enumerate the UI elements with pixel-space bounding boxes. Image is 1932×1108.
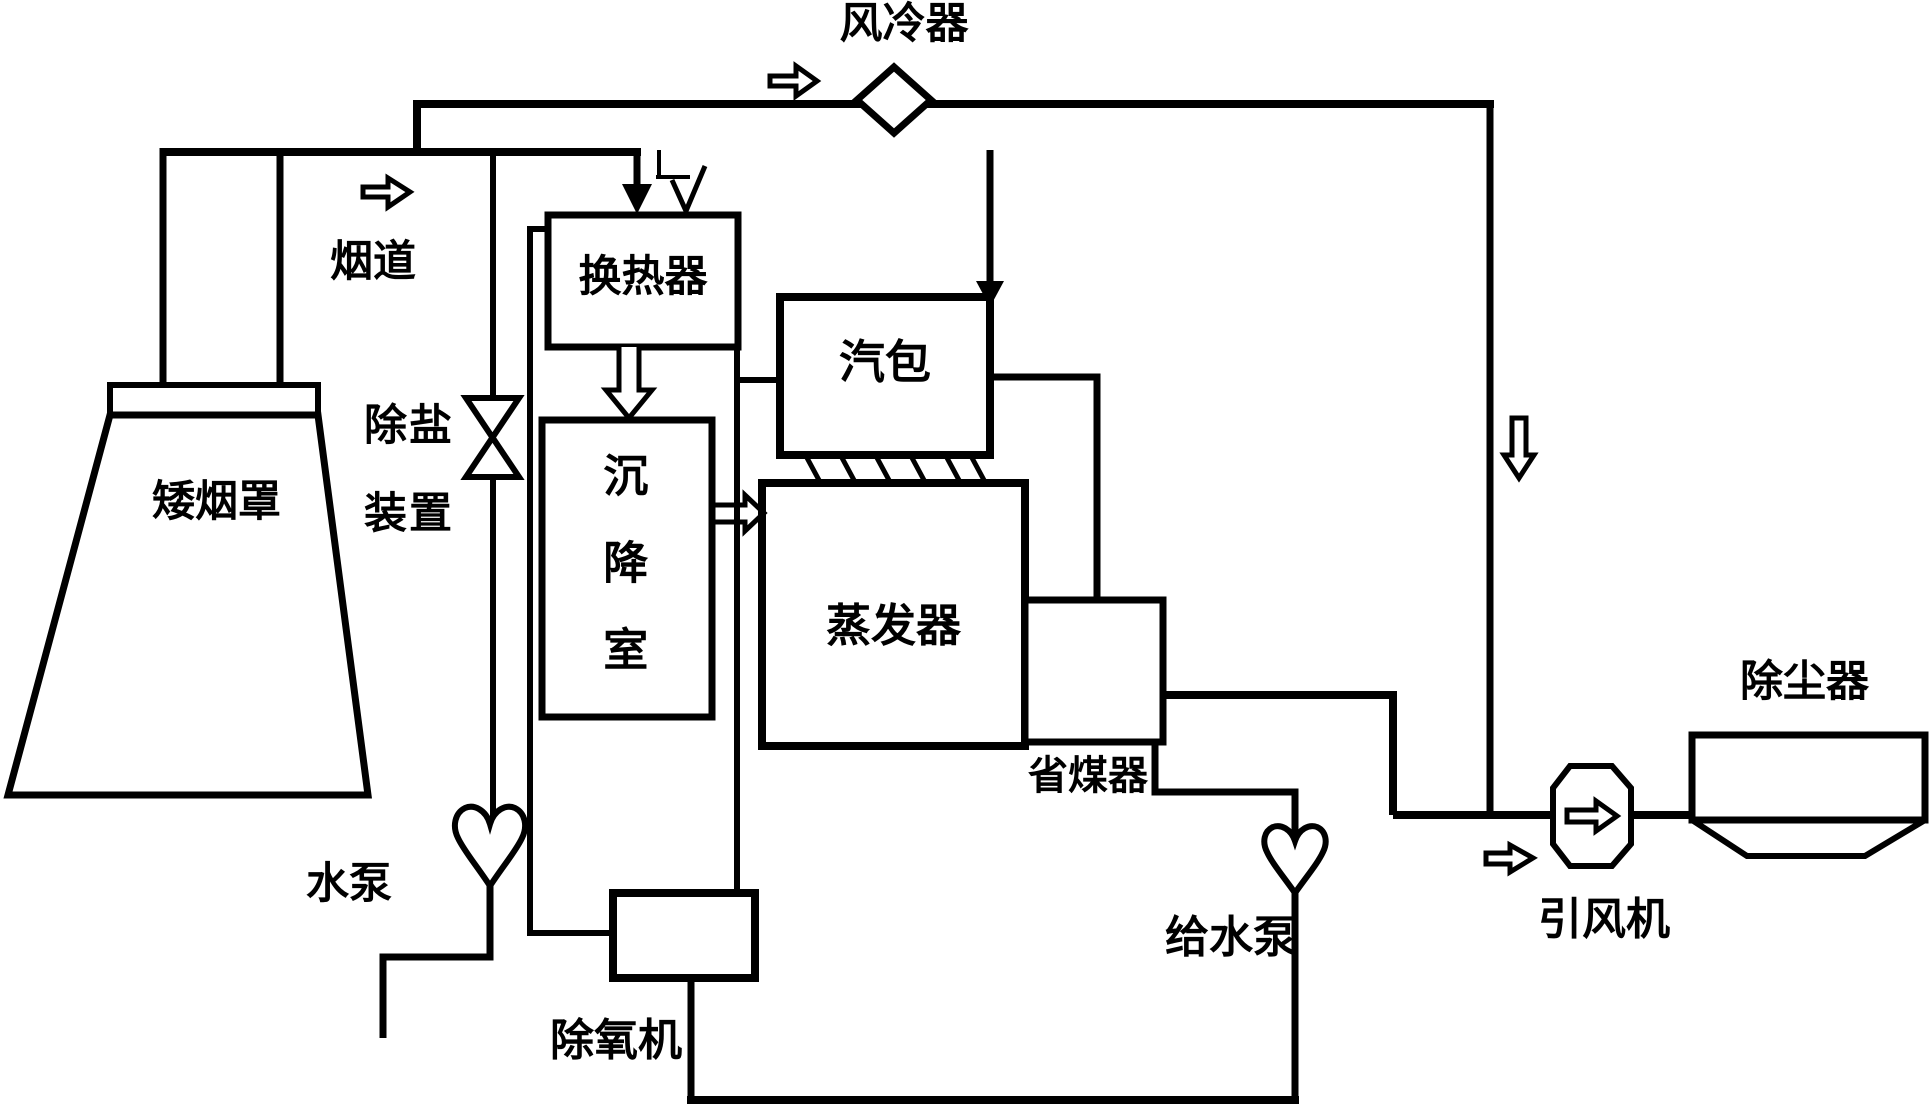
feedwater-pump-icon: [1261, 823, 1329, 899]
bypass-down-arrow-icon: [1499, 415, 1539, 483]
induced-draft-fan-label: 引风机: [1538, 894, 1670, 945]
fan-inlet-flow-arrow-icon: [1483, 840, 1538, 877]
hx-second-inlet-stem: [656, 150, 690, 179]
feedwater-pump-label: 给水泵: [1165, 912, 1297, 963]
vessels: [3, 148, 1929, 982]
heat-exchanger-box: [544, 211, 742, 351]
hx-settling-arrow-icon: [600, 347, 658, 422]
flue-duct-flow-arrow-icon: [360, 173, 415, 212]
economizer-label: 省煤器: [1028, 753, 1148, 799]
dust-collector-hopper: [1690, 817, 1927, 859]
pipe-lines: [163, 100, 1692, 1104]
air-cooler-diamond-icon: [851, 62, 937, 138]
air-cooler-label: 风冷器: [839, 0, 969, 49]
drum-inlet-arrow-icon: [976, 281, 1004, 307]
top-flow-arrow-icon: [767, 61, 822, 101]
steam-drum-box: [776, 293, 994, 459]
water-pump-icon: [451, 803, 529, 892]
hx-second-inlet-chevron-icon: [669, 165, 708, 218]
hx-left-water-line: [527, 226, 613, 936]
settling-chamber-label: 沉降室: [595, 452, 649, 713]
desalination-valve-icon: [460, 395, 525, 480]
heat-exchanger-label: 换热器: [578, 252, 708, 302]
dust-collector-label: 除尘器: [1740, 657, 1869, 707]
drum-economizer-loop: [990, 373, 1101, 604]
water-pump-drain-line: [379, 886, 494, 1038]
settling-evaporator-arrow-icon: [712, 489, 768, 537]
low-smoke-hood-label: 矮烟罩: [152, 477, 281, 527]
economizer-feedwater-line: [1151, 742, 1299, 845]
dust-collector-box: [1688, 731, 1929, 824]
drum-evaporator-tubes: [803, 454, 988, 484]
evaporator-box: [758, 479, 1029, 750]
water-pump-label: 水泵: [306, 859, 392, 909]
steam-drum-label: 汽包: [839, 335, 931, 389]
deaerator-label: 除氧机: [550, 1015, 682, 1066]
economizer-box: [1021, 596, 1167, 746]
evaporator-label: 蒸发器: [825, 599, 961, 652]
low-smoke-hood-shape: [3, 411, 372, 799]
economizer-exit-line: [1160, 691, 1397, 815]
symbols: [360, 61, 1634, 899]
deaerator-box: [609, 889, 759, 982]
settling-chamber-box: [538, 416, 716, 721]
hx-inlet-arrow-icon: [622, 184, 652, 214]
fan-flow-arrow-icon: [1564, 796, 1622, 836]
hood-collar: [107, 382, 321, 418]
desalination-device-label: 除盐装置: [364, 401, 454, 539]
flue-duct-label: 烟道: [330, 237, 416, 287]
